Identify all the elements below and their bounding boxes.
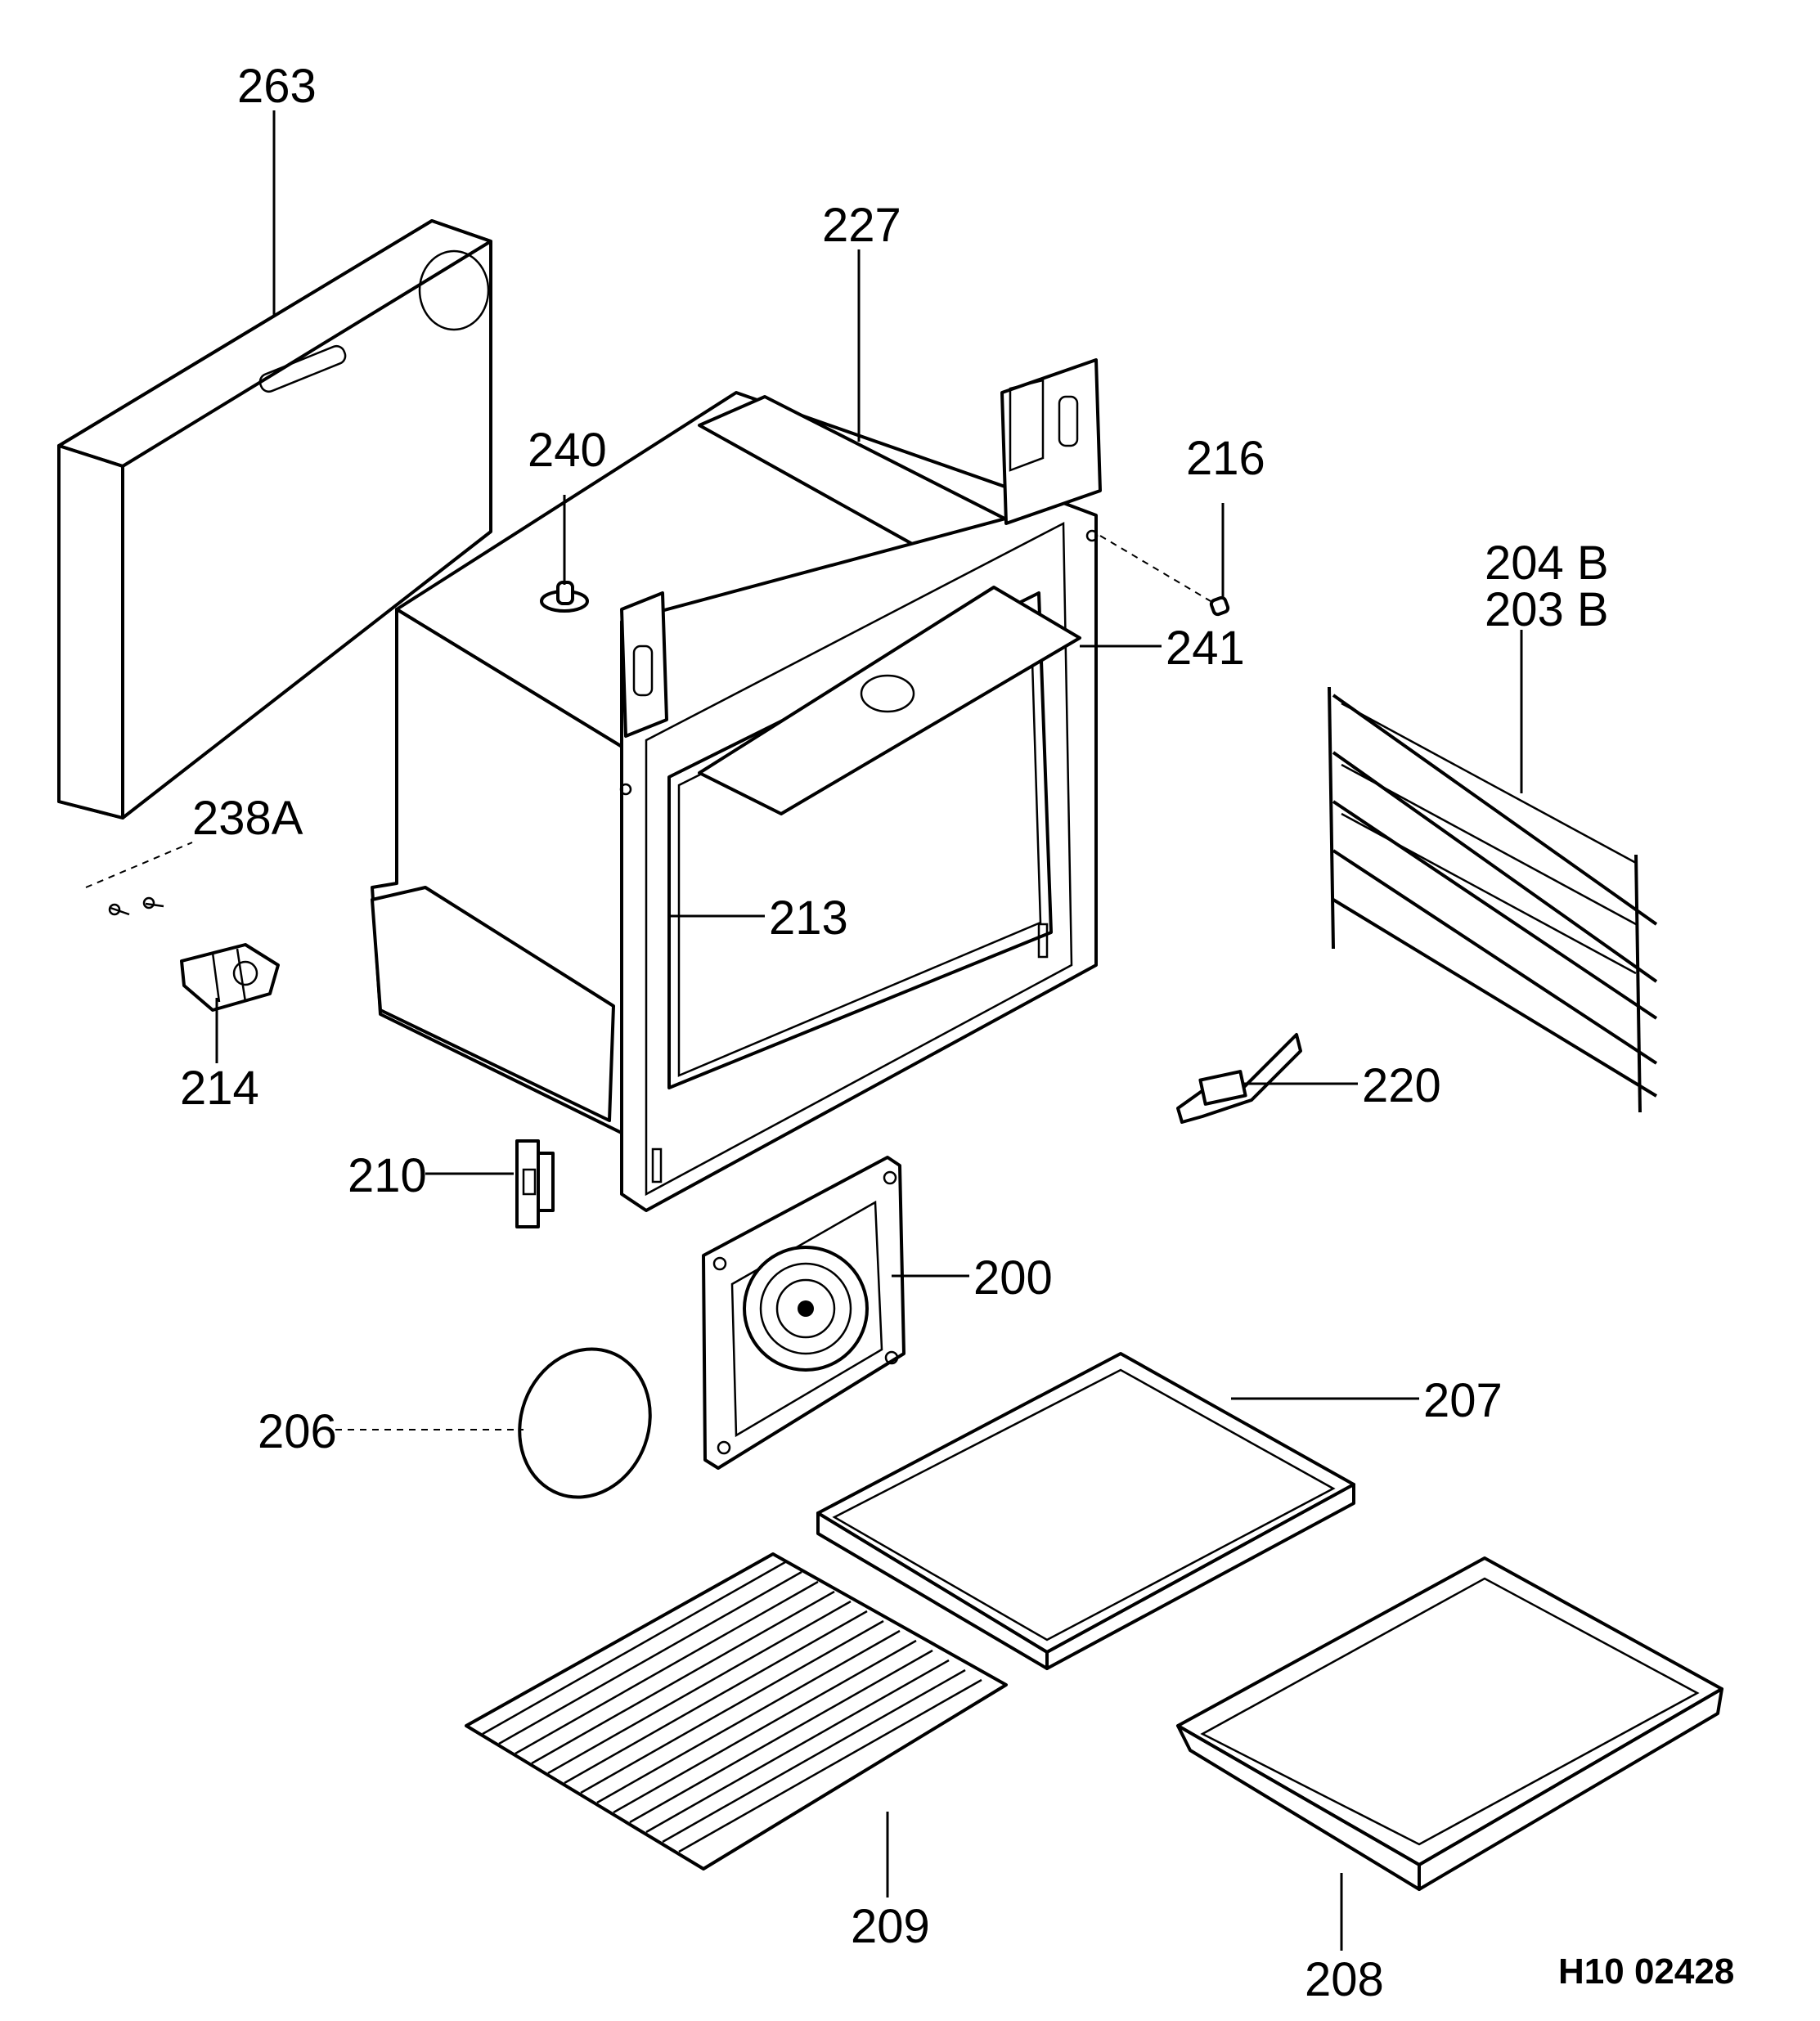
drawing-code: H10 02428	[1558, 1951, 1734, 1992]
leader-lines	[215, 110, 1523, 1951]
label-227: 227	[822, 199, 901, 252]
thermostat-grommet-240	[540, 581, 589, 613]
label-216: 216	[1186, 432, 1265, 485]
label-210: 210	[348, 1149, 427, 1202]
insulation-panel-263	[57, 219, 492, 820]
shelf-runners-204b-203b	[1328, 686, 1658, 1113]
fan-guard-206	[518, 1347, 652, 1499]
label-203b: 203 B	[1485, 583, 1609, 636]
door-switch-210	[515, 1139, 555, 1228]
lamp-holder-214	[180, 943, 280, 1012]
oven-grid-209	[465, 1552, 1008, 1871]
label-240: 240	[528, 424, 607, 477]
label-214: 214	[180, 1062, 259, 1115]
label-208: 208	[1305, 1953, 1384, 2006]
label-263: 263	[237, 60, 317, 113]
deep-tray-208	[1176, 1556, 1723, 1891]
fan-assembly-200	[702, 1156, 906, 1470]
label-213: 213	[769, 891, 848, 945]
label-241: 241	[1166, 622, 1245, 675]
label-209: 209	[851, 1900, 930, 1953]
label-220: 220	[1362, 1059, 1441, 1112]
label-238a: 238A	[192, 792, 303, 845]
label-206: 206	[258, 1405, 337, 1458]
label-207: 207	[1423, 1374, 1503, 1427]
label-200: 200	[973, 1251, 1053, 1305]
screws-238a	[85, 842, 193, 916]
label-204b: 204 B	[1485, 537, 1609, 590]
oven-cavity-227	[371, 358, 1102, 1212]
baking-tray-207	[816, 1352, 1355, 1670]
hinge-part-220	[1176, 1033, 1302, 1124]
fitting-216	[1099, 535, 1230, 617]
